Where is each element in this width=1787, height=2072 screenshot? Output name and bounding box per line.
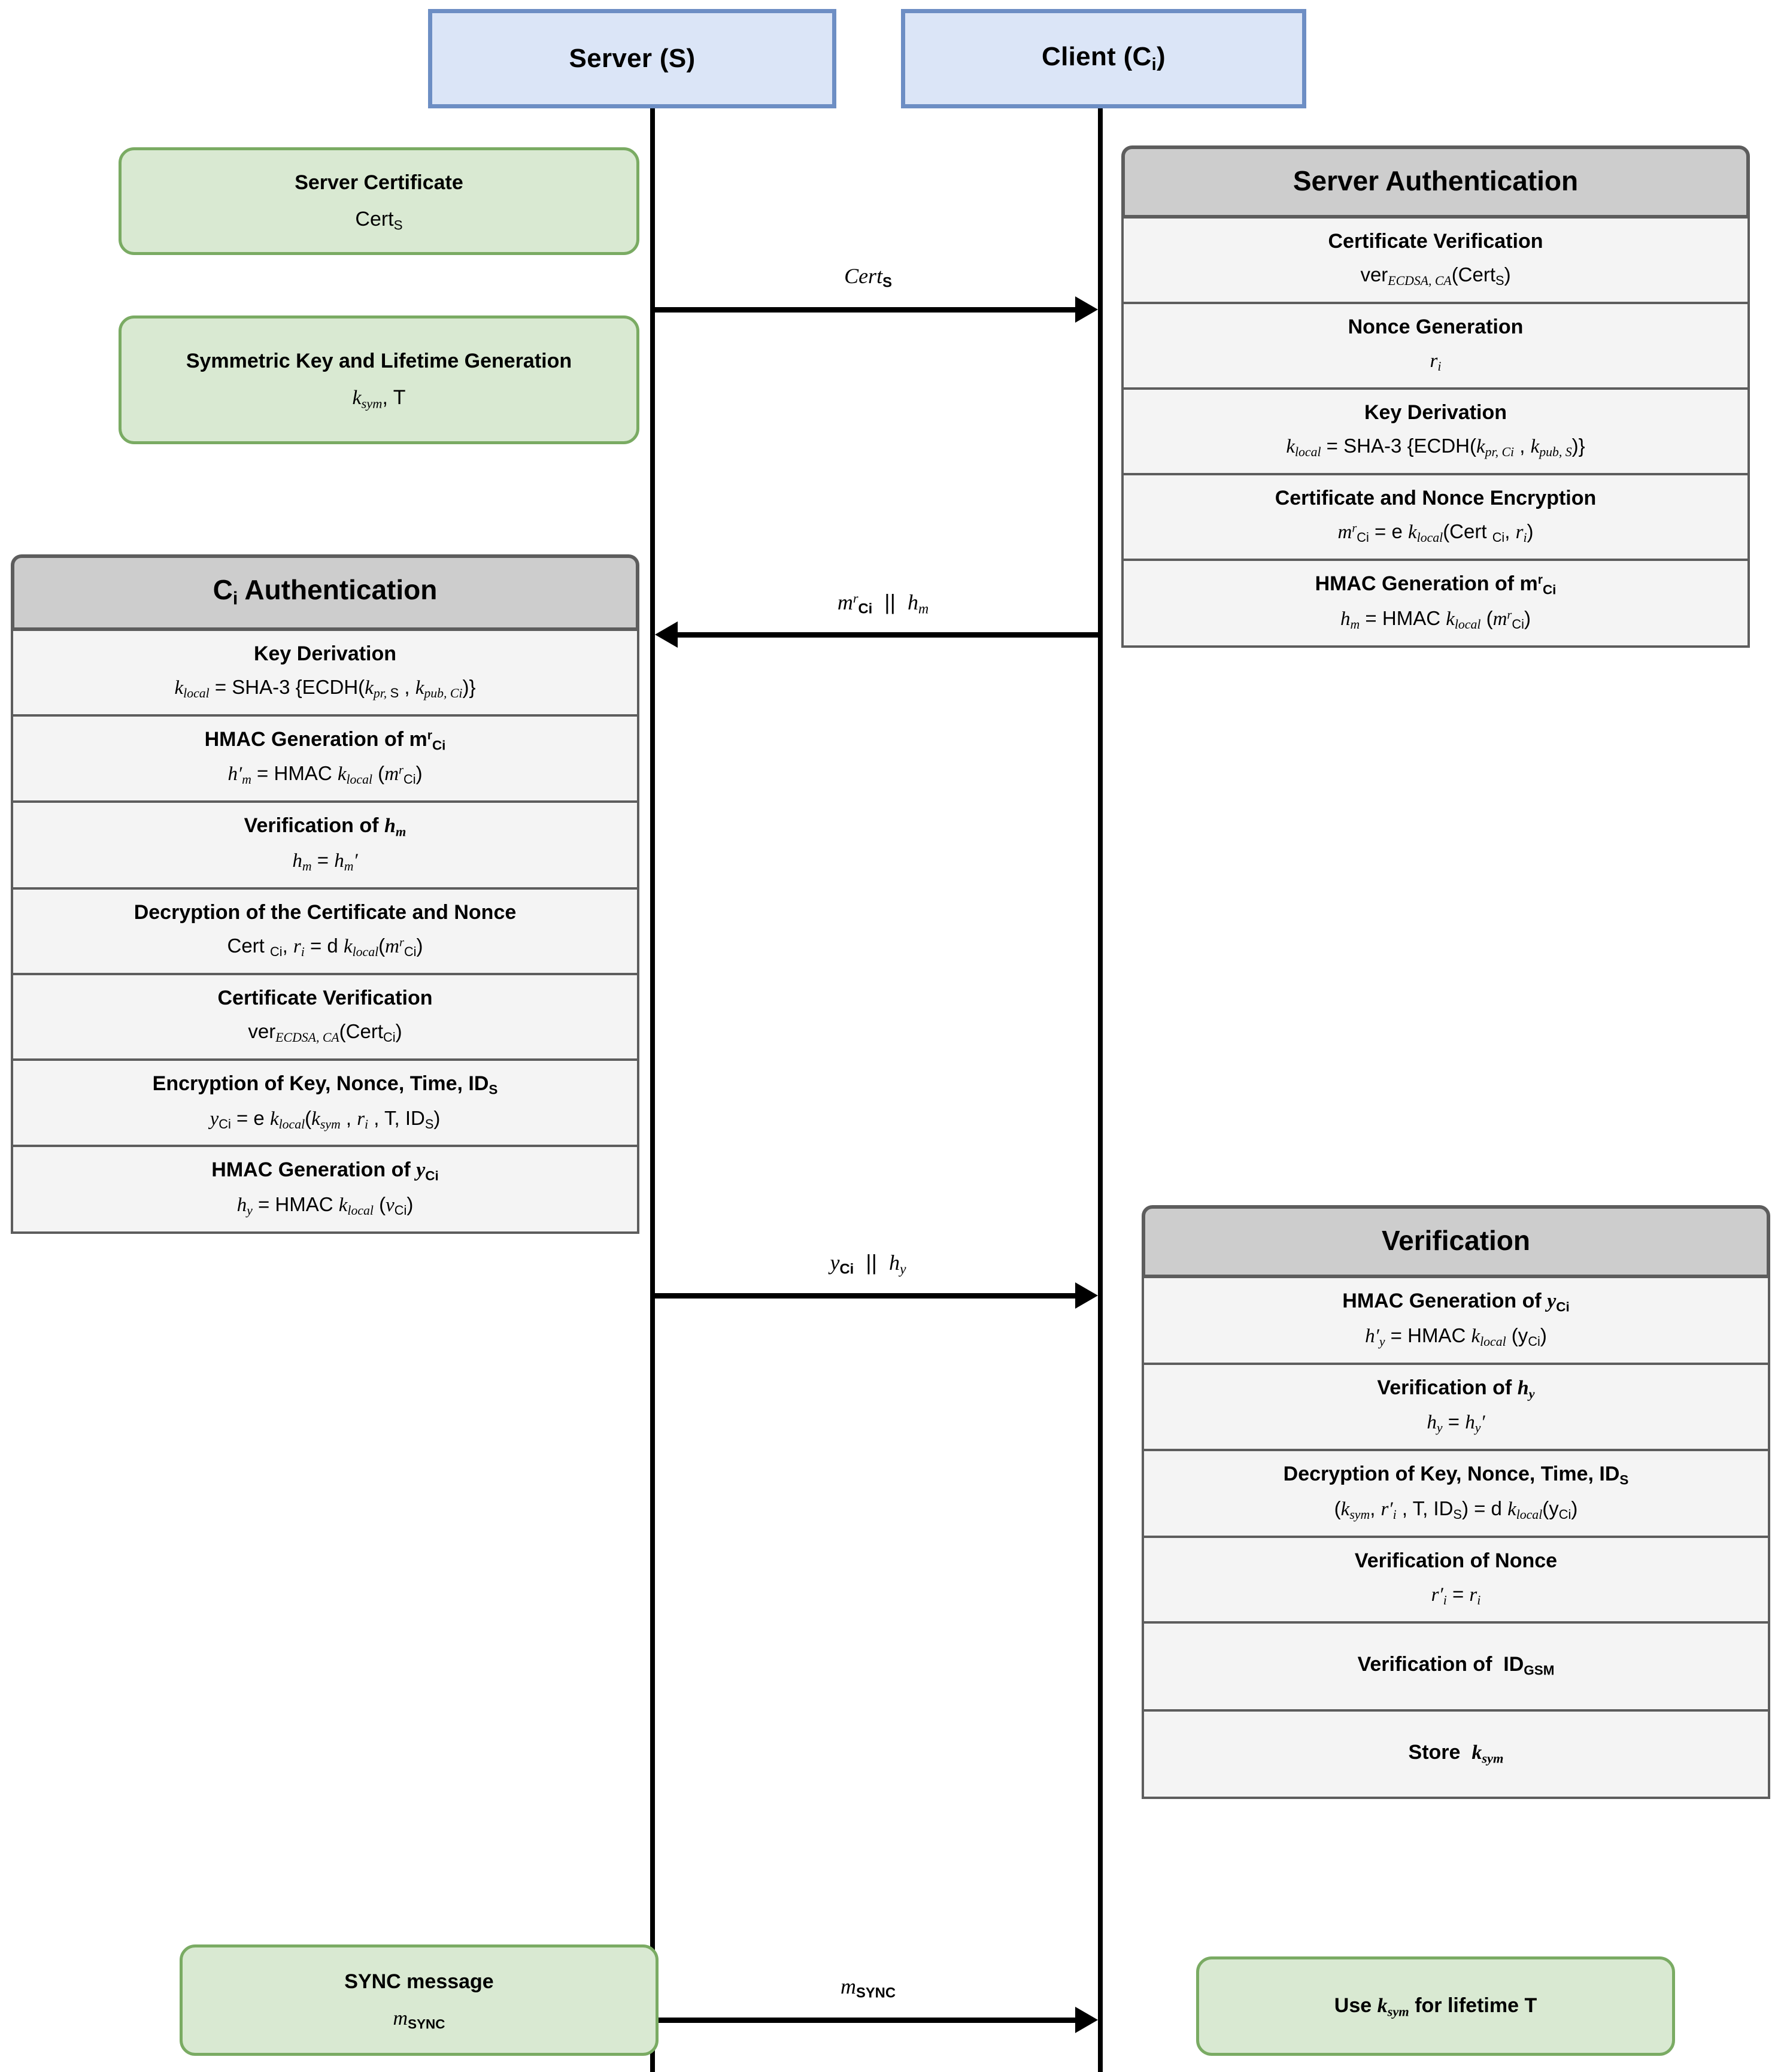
row-title: Verification of IDGSM [1357, 1652, 1555, 1678]
row-formula: (ksym, r′i , T, IDS) = d klocal(yCi) [1334, 1497, 1578, 1522]
table-row: Verification of hy hy = hy′ [1142, 1364, 1770, 1452]
row-title: HMAC Generation of yCi [211, 1158, 439, 1184]
row-title: Store ksym [1408, 1740, 1504, 1765]
row-formula: hy = hy′ [1427, 1410, 1485, 1436]
table-row: Certificate Verification verECDSA, CA(Ce… [11, 975, 639, 1061]
table-verification: Verification HMAC Generation of yCi h′y … [1142, 1205, 1770, 1800]
table-server-authentication-title: Server Authentication [1121, 145, 1750, 219]
note-sync-message-title: SYNC message [344, 1970, 494, 1993]
row-title: Key Derivation [253, 642, 397, 665]
table-row: Verification of Nonce r′i = ri [1142, 1537, 1770, 1624]
actor-client-label: Client (Ci) [1042, 42, 1166, 75]
table-row: Nonce Generation ri [1121, 304, 1750, 390]
row-title: HMAC Generation of mrCi [204, 727, 446, 753]
table-ci-authentication: Ci Authentication Key Derivation klocal … [11, 554, 639, 1234]
message-arrow-yci [653, 1282, 1098, 1309]
note-server-certificate-title: Server Certificate [295, 171, 463, 194]
table-ci-authentication-title: Ci Authentication [11, 554, 639, 631]
table-row: Store ksym [1142, 1711, 1770, 1800]
row-title: Decryption of Key, Nonce, Time, IDS [1283, 1463, 1629, 1488]
note-use-key-text: Use ksym for lifetime T [1334, 1994, 1537, 2019]
message-label-certs: CertS [844, 264, 892, 291]
row-title: Verification of hm [244, 814, 406, 839]
note-sync-message-formula: mSYNC [393, 2007, 445, 2031]
message-arrow-mrci [655, 621, 1100, 648]
row-title: Certificate Verification [1328, 230, 1543, 253]
actor-server: Server (S) [428, 9, 836, 108]
row-title: HMAC Generation of mrCi [1315, 572, 1557, 597]
row-formula: yCi = e klocal(ksym , ri , T, IDS) [210, 1106, 441, 1131]
table-row: HMAC Generation of mrCi hm = HMAC klocal… [1121, 561, 1750, 648]
row-title: Certificate Verification [217, 986, 433, 1009]
actor-server-label: Server (S) [569, 44, 696, 73]
row-title: Key Derivation [1364, 401, 1507, 424]
row-title: Verification of hy [1377, 1376, 1535, 1401]
table-row: HMAC Generation of yCi hy = HMAC klocal … [11, 1147, 639, 1234]
table-server-authentication: Server Authentication Certificate Verifi… [1121, 145, 1750, 648]
table-row: Encryption of Key, Nonce, Time, IDS yCi … [11, 1060, 639, 1148]
row-title: Certificate and Nonce Encryption [1275, 487, 1597, 510]
note-server-certificate-formula: CertS [355, 207, 403, 232]
row-title: Encryption of Key, Nonce, Time, IDS [152, 1072, 498, 1097]
row-formula: r′i = ri [1431, 1583, 1481, 1608]
table-row: Decryption of Key, Nonce, Time, IDS (ksy… [1142, 1451, 1770, 1538]
message-label-yci: yCi || hy [830, 1250, 906, 1278]
message-arrow-certs [653, 296, 1098, 323]
message-arrow-msync [653, 2007, 1098, 2033]
row-title: HMAC Generation of yCi [1342, 1290, 1570, 1315]
row-title: Verification of Nonce [1354, 1549, 1558, 1572]
row-formula: h′m = HMAC klocal (mrCi) [227, 762, 423, 787]
actor-client: Client (Ci) [901, 9, 1306, 108]
row-formula: hy = HMAC klocal (vCi) [236, 1193, 414, 1218]
note-symmetric-key-title: Symmetric Key and Lifetime Generation [186, 350, 572, 373]
table-row: HMAC Generation of mrCi h′m = HMAC kloca… [11, 716, 639, 803]
message-label-mrci: mrCi || hm [837, 590, 929, 617]
row-formula: hm = HMAC klocal (mrCi) [1340, 607, 1531, 632]
row-formula: Cert Ci, ri = d klocal(mrCi) [227, 935, 423, 960]
table-row: Certificate Verification verECDSA, CA(Ce… [1121, 219, 1750, 305]
table-row: Decryption of the Certificate and Nonce … [11, 889, 639, 975]
note-use-key-for-lifetime: Use ksym for lifetime T [1196, 1956, 1675, 2056]
note-server-certificate: Server Certificate CertS [119, 147, 639, 255]
table-row: Key Derivation klocal = SHA-3 {ECDH(kpr,… [1121, 390, 1750, 476]
row-title: Nonce Generation [1348, 315, 1524, 339]
note-symmetric-key-formula: ksym, T [352, 386, 406, 411]
note-symmetric-key-lifetime-generation: Symmetric Key and Lifetime Generation ks… [119, 315, 639, 444]
table-row: HMAC Generation of yCi h′y = HMAC klocal… [1142, 1278, 1770, 1365]
row-formula: hm = hm′ [292, 848, 358, 874]
lifeline-server [650, 108, 655, 2072]
row-formula: ri [1430, 350, 1442, 374]
row-formula: verECDSA, CA(CertS) [1360, 263, 1511, 289]
note-sync-message: SYNC message mSYNC [180, 1944, 659, 2056]
row-formula: h′y = HMAC klocal (yCi) [1365, 1324, 1547, 1349]
row-title: Decryption of the Certificate and Nonce [134, 900, 517, 924]
row-formula: mrCi = e klocal(Cert Ci, ri) [1337, 520, 1534, 545]
table-verification-title: Verification [1142, 1205, 1770, 1278]
table-row: Certificate and Nonce Encryption mrCi = … [1121, 475, 1750, 562]
table-row: Verification of hm hm = hm′ [11, 803, 639, 890]
message-label-msync: mSYNC [841, 1974, 896, 2001]
table-row: Verification of IDGSM [1142, 1623, 1770, 1712]
table-row: Key Derivation klocal = SHA-3 {ECDH(kpr,… [11, 630, 639, 717]
row-formula: klocal = SHA-3 {ECDH(kpr, S , kpub, Ci)} [174, 675, 476, 700]
row-formula: verECDSA, CA(CertCi) [248, 1020, 402, 1045]
row-formula: klocal = SHA-3 {ECDH(kpr, Ci , kpub, S)} [1286, 435, 1585, 460]
lifeline-client [1098, 108, 1103, 2072]
